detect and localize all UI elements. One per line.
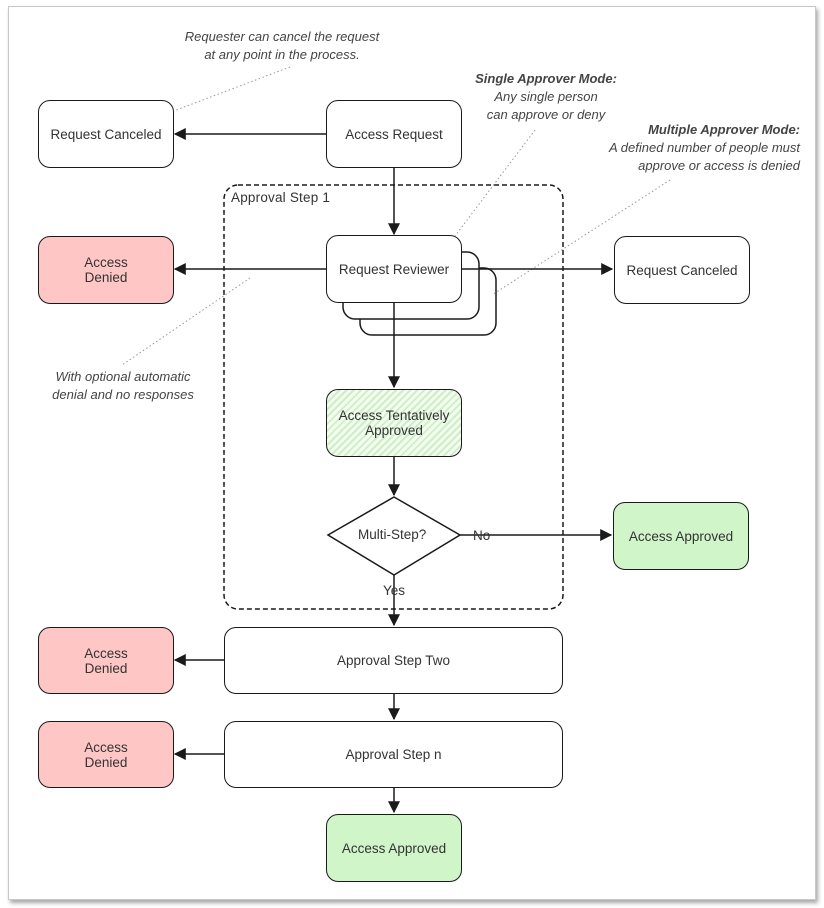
note-auto-deny-line2: denial and no responses xyxy=(52,387,194,402)
leader-cancel-note xyxy=(170,66,291,113)
note-multiple-line1: A defined number of people must xyxy=(608,140,800,155)
access-denied-step2-line1: Access xyxy=(84,645,128,661)
note-single-line2: can approve or deny xyxy=(486,107,606,122)
multi-step-label: Multi-Step? xyxy=(358,527,427,542)
request-reviewer-label: Request Reviewer xyxy=(338,261,450,277)
access-approved-right-node: Access Approved xyxy=(613,502,749,570)
note-single-line1: Any single person xyxy=(494,89,598,104)
note-multiple-approver: Multiple Approver Mode: A defined number… xyxy=(560,121,800,175)
access-request-node: Access Request xyxy=(326,100,462,168)
request-canceled-top-label: Request Canceled xyxy=(50,126,162,142)
approval-step-two-node: Approval Step Two xyxy=(224,627,563,694)
tentatively-approved-line2: Approved xyxy=(365,423,423,438)
note-auto-deny: With optional automatic denial and no re… xyxy=(38,368,208,404)
approval-step-two-label: Approval Step Two xyxy=(336,653,451,668)
tentatively-approved-line1: Access Tentatively xyxy=(338,408,450,423)
note-single-approver: Single Approver Mode: Any single person … xyxy=(460,70,632,124)
access-approved-bottom-label: Access Approved xyxy=(341,840,447,856)
request-canceled-top-node: Request Canceled xyxy=(38,100,174,168)
leader-multiple-note xyxy=(491,179,671,296)
note-cancel: Requester can cancel the request at any … xyxy=(170,28,394,64)
note-multiple-title: Multiple Approver Mode: xyxy=(648,122,800,137)
request-canceled-right-label: Request Canceled xyxy=(626,262,738,278)
leader-single-note xyxy=(451,129,536,241)
access-request-label: Access Request xyxy=(345,126,443,142)
leader-auto-deny-note xyxy=(121,277,251,366)
access-denied-step1-line2: Denied xyxy=(84,270,128,285)
note-multiple-line2: approve or access is denied xyxy=(638,158,800,173)
access-approved-right-label: Access Approved xyxy=(628,528,734,544)
request-reviewer-node: Request Reviewer xyxy=(326,235,462,303)
note-cancel-line2: at any point in the process. xyxy=(204,47,360,62)
edge-label-no: No xyxy=(473,528,491,543)
access-denied-stepn-line1: Access xyxy=(84,739,128,755)
note-auto-deny-line1: With optional automatic xyxy=(55,369,191,384)
note-cancel-line1: Requester can cancel the request xyxy=(184,29,380,44)
access-denied-step2-line2: Denied xyxy=(84,660,128,676)
approval-step-n-label: Approval Step n xyxy=(345,747,442,762)
note-single-title: Single Approver Mode: xyxy=(475,71,617,86)
approval-step-1-label: Approval Step 1 xyxy=(231,190,331,205)
access-denied-stepn-line2: Denied xyxy=(84,754,128,770)
edge-label-yes: Yes xyxy=(383,583,406,598)
request-canceled-right-node: Request Canceled xyxy=(614,236,750,304)
access-denied-step1-line1: Access xyxy=(84,255,128,270)
access-approved-bottom-node: Access Approved xyxy=(326,814,462,882)
approval-step-n-node: Approval Step n xyxy=(224,721,563,788)
